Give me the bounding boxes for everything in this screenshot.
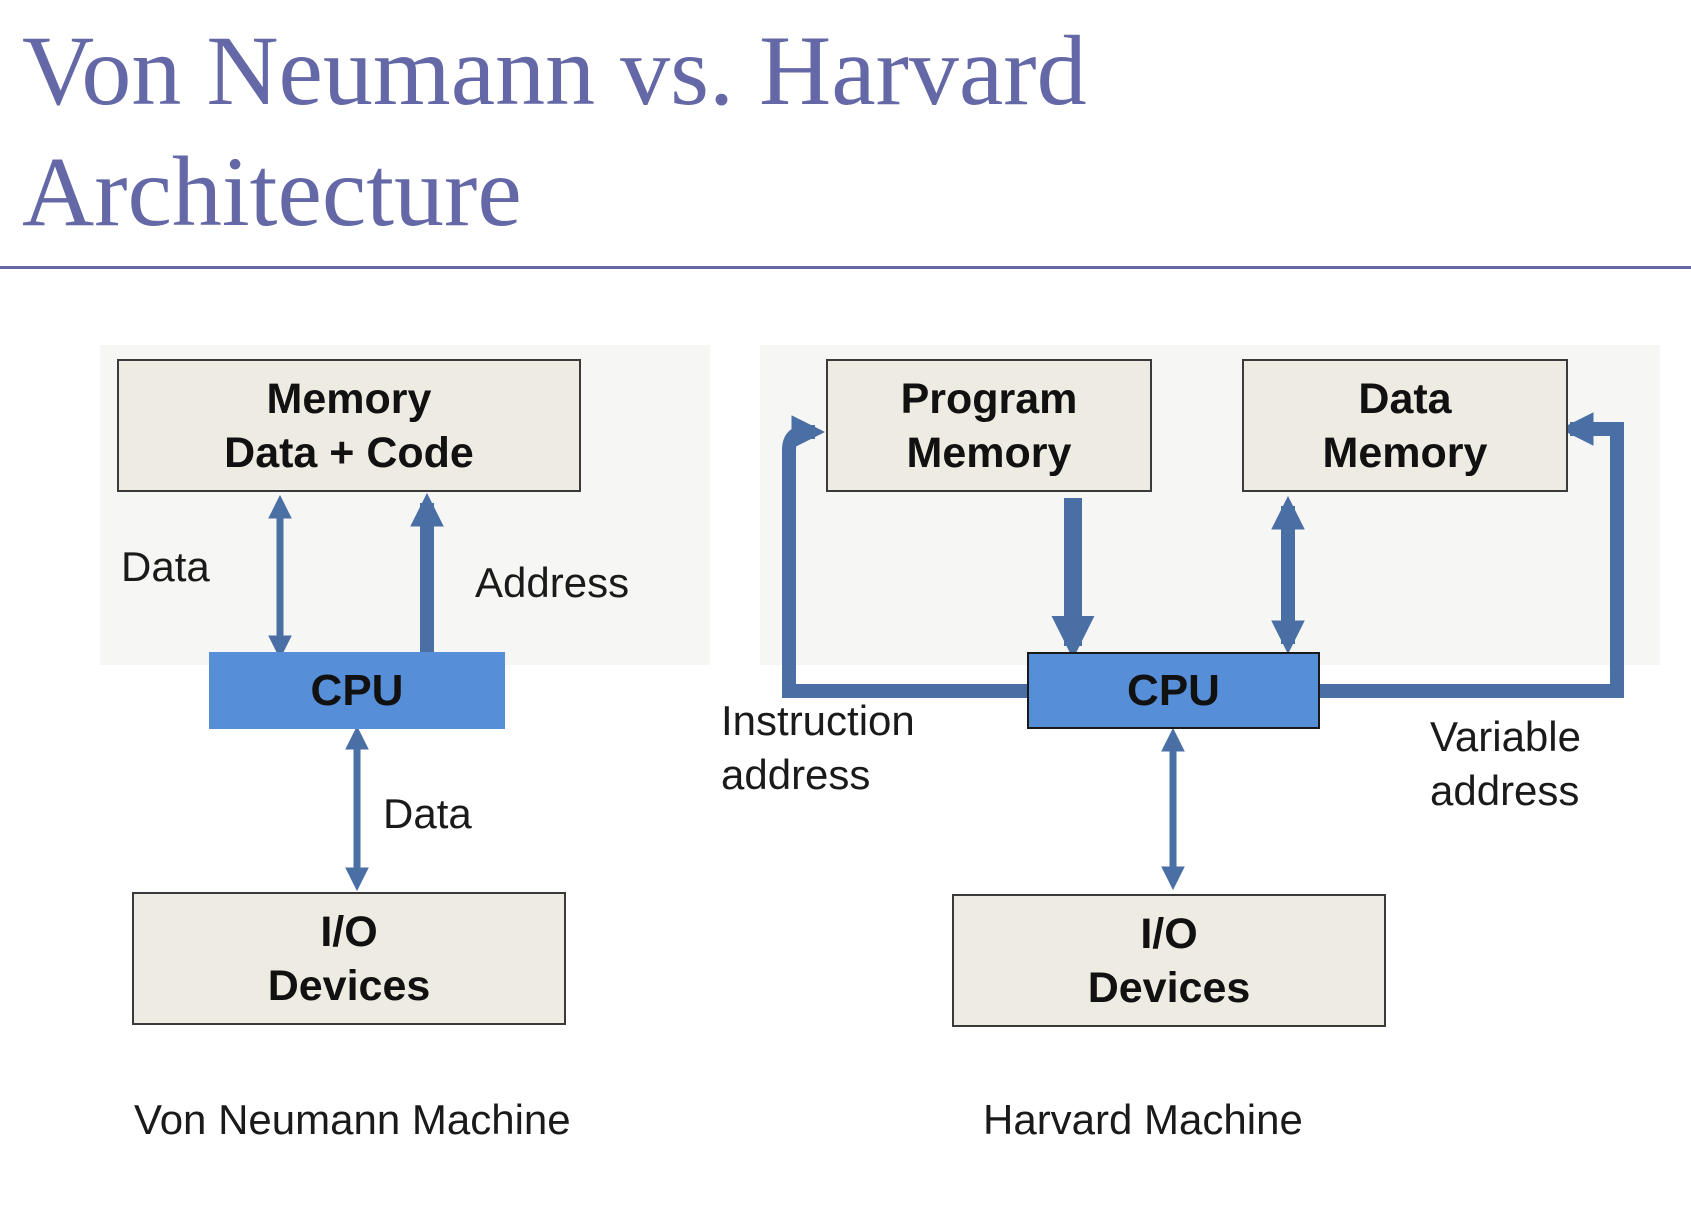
hv-label-variable-address: Variable address — [1430, 710, 1581, 818]
hv-label-variable-line2: address — [1430, 767, 1580, 814]
title-divider — [0, 266, 1691, 269]
hv-io-title: I/O — [1140, 909, 1198, 958]
hv-data-memory-line2: Memory — [1322, 428, 1488, 477]
vn-label-address: Address — [475, 559, 630, 606]
vn-memory-subtitle: Data + Code — [224, 428, 474, 477]
vn-io-subtitle: Devices — [267, 961, 431, 1010]
vn-io-title: I/O — [320, 907, 378, 956]
hv-variable-address-connector — [1318, 412, 1624, 698]
hv-cpu-box: CPU — [1027, 652, 1320, 729]
vn-memory-box: Memory Data + Code — [117, 359, 581, 492]
hv-data-memory-box: Data Memory — [1242, 359, 1568, 492]
hv-program-memory-line1: Program — [900, 374, 1078, 423]
vn-io-box: I/O Devices — [132, 892, 566, 1025]
hv-program-memory-box: Program Memory — [826, 359, 1152, 492]
hv-label-variable-line1: Variable — [1430, 713, 1581, 760]
hv-label-instruction-address: Instruction address — [721, 694, 915, 802]
slide-title: Von Neumann vs. Harvard Architecture — [22, 10, 1622, 252]
hv-data-memory-line1: Data — [1358, 374, 1452, 423]
hv-instruction-address-connector — [782, 415, 1027, 698]
hv-label-instruction-line2: address — [721, 751, 871, 798]
vn-cpu-box: CPU — [209, 652, 505, 729]
hv-caption: Harvard Machine — [983, 1096, 1303, 1143]
hv-cpu-label: CPU — [1127, 665, 1220, 715]
vn-memory-title: Memory — [266, 374, 432, 423]
vn-caption: Von Neumann Machine — [134, 1096, 571, 1143]
hv-program-memory-line2: Memory — [906, 428, 1072, 477]
hv-io-box: I/O Devices — [952, 894, 1386, 1027]
hv-label-instruction-line1: Instruction — [721, 697, 915, 744]
vn-label-data-bottom: Data — [383, 790, 472, 837]
vn-label-data-top: Data — [121, 543, 210, 590]
title-line-2: Architecture — [22, 136, 522, 247]
hv-io-subtitle: Devices — [1087, 963, 1251, 1012]
title-line-1: Von Neumann vs. Harvard — [22, 15, 1087, 126]
vn-cpu-label: CPU — [310, 665, 404, 715]
